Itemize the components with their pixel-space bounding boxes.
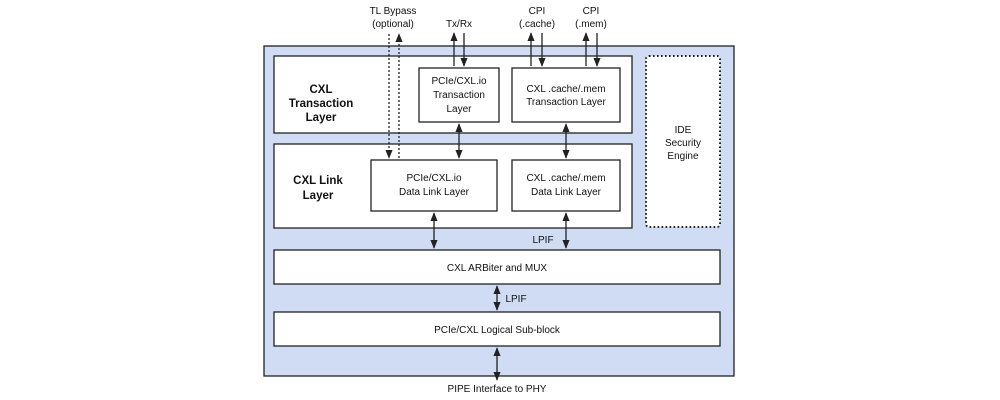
transaction-layer-label-3: Layer [306,112,337,124]
io-transaction-box [418,67,500,123]
transaction-layer-label-1: CXL [310,84,333,96]
ide-engine-line-2: Security [665,138,701,149]
io-transaction-line-1: PCIe/CXL.io [431,76,486,87]
cachemem-datalink-line-1: CXL .cache/.mem [526,173,605,184]
link-layer-label-2: Layer [303,190,334,202]
phy-interface-label: PIPE Interface to PHY [448,384,547,395]
ide-engine-box [645,55,721,228]
logical-subblock-label: PCIe/CXL Logical Sub-block [434,325,561,336]
lpif-lower-label: LPIF [505,294,526,305]
ide-engine-line-3: Engine [667,151,699,162]
transaction-layer-label-2: Transaction [289,98,354,110]
io-datalink-line-2: Data Link Layer [399,187,470,198]
io-datalink-box [370,159,498,212]
txrx-label: Tx/Rx [446,19,472,30]
arbiter-box [273,249,721,285]
cachemem-datalink-box [511,159,621,212]
arbiter-label: CXL ARBiter and MUX [447,263,548,274]
link-layer-label-1: CXL Link [293,175,343,187]
cachemem-transaction-box [511,67,621,123]
tl-bypass-label-2: (optional) [372,19,414,30]
tl-bypass-label-1: TL Bypass [370,6,417,17]
io-transaction-line-3: Layer [446,104,472,115]
ide-engine-line-1: IDE [675,125,692,136]
io-datalink-line-1: PCIe/CXL.io [406,173,461,184]
cpi-cache-label-1: CPI [529,6,546,17]
cpi-cache-label-2: (.cache) [519,19,555,30]
cachemem-transaction-line-2: Transaction Layer [526,97,606,108]
lpif-upper-label: LPIF [532,235,553,246]
logical-subblock-box [273,311,721,347]
cpi-mem-label-2: (.mem) [575,19,607,30]
io-transaction-line-2: Transaction [433,90,485,101]
cachemem-transaction-line-1: CXL .cache/.mem [526,84,605,95]
cachemem-datalink-line-2: Data Link Layer [531,187,602,198]
cpi-mem-label-1: CPI [583,6,600,17]
